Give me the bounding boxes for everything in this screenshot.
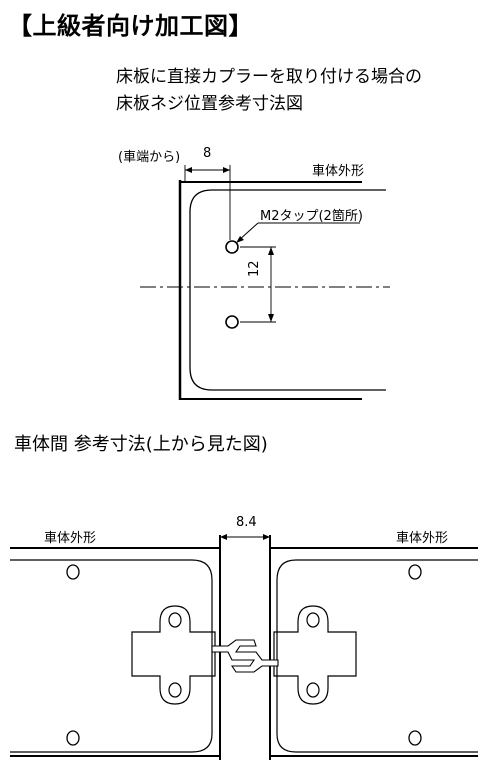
subtitle-line-1: 床板に直接カプラーを取り付ける場合の: [116, 67, 422, 87]
section-title: 車体間 参考寸法(上から見た図): [14, 434, 268, 455]
right-outline-label: 車体外形: [396, 531, 449, 546]
body-outline-label: 車体外形: [312, 164, 365, 179]
tap-label: M2タップ(2箇所): [260, 209, 363, 224]
dim-from-edge: 8: [203, 146, 212, 161]
gap-dim: 8.4: [236, 515, 257, 530]
subtitle-line-2: 床板ネジ位置参考寸法図: [116, 94, 303, 114]
edge-note: (車端から): [118, 150, 181, 165]
left-outline-label: 車体外形: [44, 531, 97, 546]
page-title: 【上級者向け加工図】: [8, 12, 253, 40]
